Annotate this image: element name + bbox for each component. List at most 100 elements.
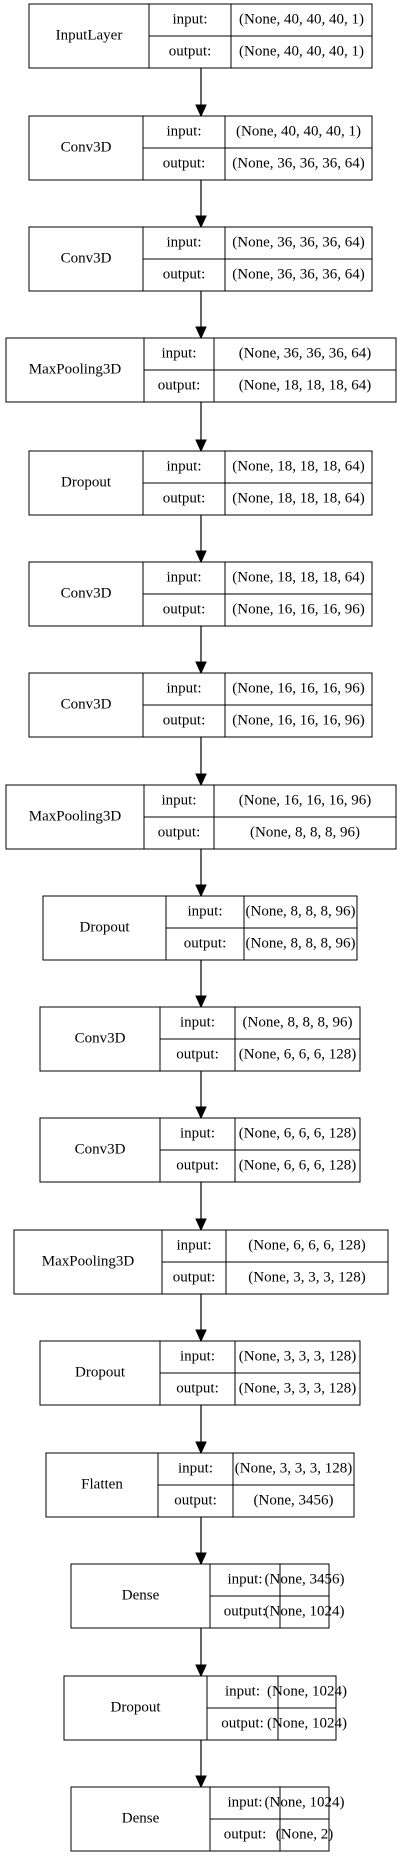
input-label: input: xyxy=(166,458,201,474)
arrow-head xyxy=(195,1329,207,1343)
layer-name: Dropout xyxy=(111,1699,162,1715)
output-shape: (None, 18, 18, 18, 64) xyxy=(239,377,371,393)
arrow-head xyxy=(195,1106,207,1120)
layer-node: Dropout input: output: (None, 8, 8, 8, 96) (… xyxy=(42,895,358,961)
input-shape: (None, 1024) xyxy=(267,1683,347,1699)
edge-arrow xyxy=(195,1405,207,1455)
layer-name: Flatten xyxy=(81,1476,123,1492)
layer-name: Conv3D xyxy=(61,585,112,601)
layer-name: Conv3D xyxy=(61,696,112,712)
edge-arrow xyxy=(195,960,207,1009)
layer-name: Conv3D xyxy=(75,1030,126,1046)
arrow-head xyxy=(195,215,207,229)
layer-name: Dense xyxy=(122,1587,160,1603)
arrow-head xyxy=(195,439,207,453)
arrow-head xyxy=(195,550,207,564)
input-shape: (None, 3, 3, 3, 128) xyxy=(239,1348,356,1364)
output-label: output: xyxy=(169,43,212,59)
output-label: output: xyxy=(163,712,206,728)
layer-name: Conv3D xyxy=(75,1141,126,1157)
layer-node: Conv3D input: output: (None, 16, 16, 16, 96… xyxy=(28,672,373,738)
edge-arrow xyxy=(195,1517,207,1566)
edge-arrow xyxy=(195,1628,207,1678)
input-shape: (None, 18, 18, 18, 64) xyxy=(232,458,364,474)
edge-arrow xyxy=(195,1182,207,1232)
output-shape: (None, 3, 3, 3, 128) xyxy=(248,1269,365,1285)
arrow-head xyxy=(195,1218,207,1232)
output-label: output: xyxy=(163,490,206,506)
input-label: input: xyxy=(225,1683,260,1699)
edge-arrow xyxy=(195,68,207,118)
output-label: output: xyxy=(163,266,206,282)
input-label: input: xyxy=(166,123,201,139)
edge-arrow xyxy=(195,1294,207,1343)
edge-arrow xyxy=(195,515,207,564)
input-shape: (None, 40, 40, 40, 1) xyxy=(236,123,361,139)
output-shape: (None, 6, 6, 6, 128) xyxy=(239,1046,356,1062)
arrow-head xyxy=(195,661,207,675)
output-shape: (None, 3456) xyxy=(254,1492,334,1508)
arrow-head xyxy=(195,995,207,1009)
output-shape: (None, 36, 36, 36, 64) xyxy=(232,266,364,282)
arrow-head xyxy=(195,1664,207,1678)
input-label: input: xyxy=(166,680,201,696)
input-shape: (None, 36, 36, 36, 64) xyxy=(239,345,371,361)
edge-arrow xyxy=(195,180,207,229)
output-shape: (None, 40, 40, 40, 1) xyxy=(239,43,364,59)
arrow-head xyxy=(195,326,207,340)
edge-arrow xyxy=(195,626,207,675)
input-shape: (None, 40, 40, 40, 1) xyxy=(239,11,364,27)
input-shape: (None, 16, 16, 16, 96) xyxy=(232,680,364,696)
input-label: input: xyxy=(176,1237,211,1253)
input-label: input: xyxy=(178,1460,213,1476)
output-shape: (None, 2) xyxy=(276,1826,333,1842)
input-label: input: xyxy=(227,1571,262,1587)
input-shape: (None, 3456) xyxy=(265,1571,345,1587)
input-label: input: xyxy=(180,1125,215,1141)
output-shape: (None, 1024) xyxy=(265,1603,345,1619)
input-shape: (None, 36, 36, 36, 64) xyxy=(232,234,364,250)
output-shape: (None, 36, 36, 36, 64) xyxy=(232,155,364,171)
input-shape: (None, 8, 8, 8, 96) xyxy=(246,903,356,919)
layer-name: MaxPooling3D xyxy=(42,1253,135,1269)
output-label: output: xyxy=(184,935,227,951)
output-shape: (None, 8, 8, 8, 96) xyxy=(246,935,356,951)
layer-name: Dropout xyxy=(80,919,131,935)
edge-arrow xyxy=(195,849,207,898)
edge-arrow xyxy=(195,737,207,787)
output-label: output: xyxy=(163,155,206,171)
layer-name: MaxPooling3D xyxy=(29,808,122,824)
layer-name: Dropout xyxy=(61,474,112,490)
output-shape: (None, 18, 18, 18, 64) xyxy=(232,490,364,506)
input-label: input: xyxy=(187,903,222,919)
arrow-head xyxy=(195,104,207,118)
input-label: input: xyxy=(166,569,201,585)
edge-arrow xyxy=(195,402,207,453)
input-label: input: xyxy=(161,792,196,808)
layer-name: Conv3D xyxy=(61,250,112,266)
arrow-head xyxy=(195,773,207,787)
output-shape: (None, 1024) xyxy=(267,1715,347,1731)
edge-arrow xyxy=(195,291,207,340)
output-label: output: xyxy=(173,1269,216,1285)
arrow-head xyxy=(195,1552,207,1566)
layer-node: Dropout input: output: (None, 18, 18, 18, 6… xyxy=(28,450,373,516)
input-label: input: xyxy=(180,1014,215,1030)
edge-arrow xyxy=(195,1740,207,1789)
layer-name: Dense xyxy=(122,1810,160,1826)
output-label: output: xyxy=(176,1380,219,1396)
input-label: input: xyxy=(227,1794,262,1810)
arrow-head xyxy=(195,1775,207,1789)
